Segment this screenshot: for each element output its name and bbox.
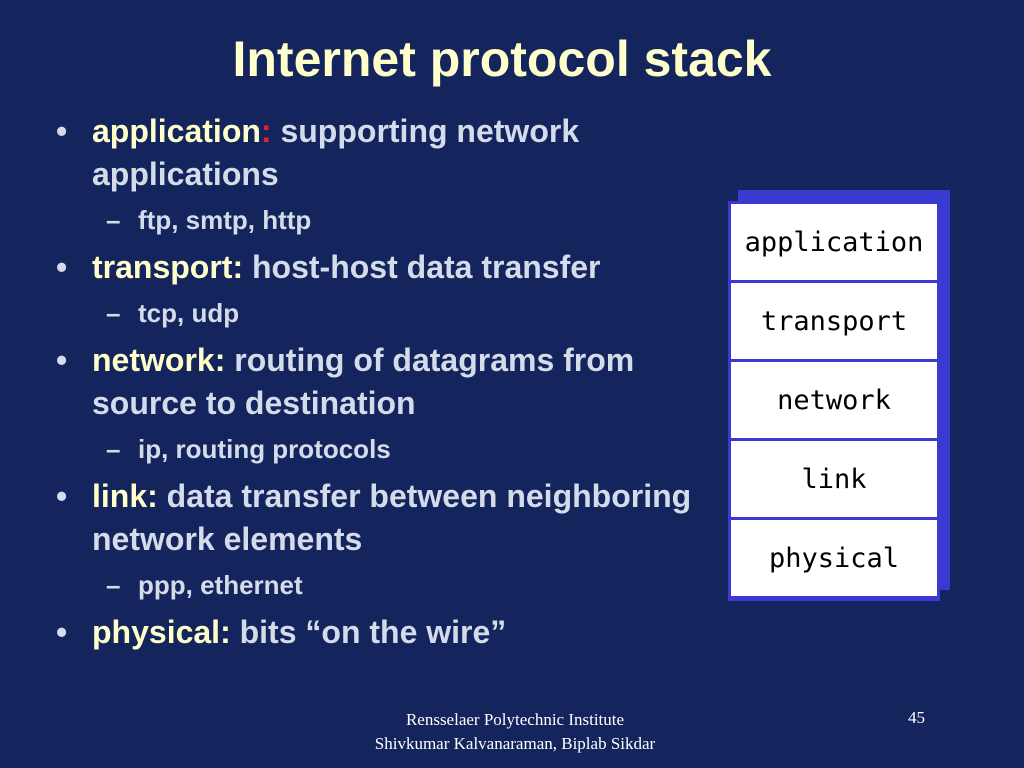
sub-bullet-network: – ip, routing protocols <box>48 431 708 467</box>
stack-layer-application: application <box>731 204 937 280</box>
bullet-keyword: application <box>92 113 261 149</box>
protocol-stack-diagram: application transport network link physi… <box>728 201 940 601</box>
dash-icon: – <box>106 205 121 235</box>
dash-icon: – <box>106 298 121 328</box>
slide-footer: Rensselaer Polytechnic Institute Shivkum… <box>300 708 730 756</box>
bullet-text: bits “on the wire” <box>230 614 507 650</box>
bullet-colon: : <box>232 249 244 285</box>
stack-layer-network: network <box>731 362 937 438</box>
bullet-text: supporting network applications <box>92 113 580 192</box>
bullet-link: • link: data transfer between neighborin… <box>48 475 708 561</box>
bullet-text: host-host data transfer <box>243 249 601 285</box>
stack-layer-transport: transport <box>731 283 937 359</box>
bullet-dot-icon: • <box>56 478 68 514</box>
footer-authors: Shivkumar Kalvanaraman, Biplab Sikdar <box>374 734 656 753</box>
bullet-transport: • transport: host-host data transfer <box>48 246 708 289</box>
bullet-colon: : <box>214 342 226 378</box>
sub-bullet-text: ppp, ethernet <box>138 570 303 600</box>
bullet-text: data transfer between neighboring networ… <box>92 478 692 557</box>
bullet-dot-icon: • <box>56 614 68 650</box>
sub-bullet-text: ip, routing protocols <box>138 434 391 464</box>
bullet-network: • network: routing of datagrams from sou… <box>48 339 708 425</box>
bullet-keyword: network <box>92 342 215 378</box>
bullet-dot-icon: • <box>56 342 68 378</box>
bullet-keyword: link <box>92 478 148 514</box>
bullet-keyword: physical <box>92 614 221 650</box>
stack-layer-link: link <box>731 441 937 517</box>
dash-icon: – <box>106 570 121 600</box>
dash-icon: – <box>106 434 121 464</box>
bullet-keyword: transport <box>92 249 233 285</box>
bullet-colon: : <box>147 478 158 514</box>
sub-bullet-link: – ppp, ethernet <box>48 567 708 603</box>
bullet-colon: : <box>220 614 231 650</box>
page-number: 45 <box>908 708 925 727</box>
slide-title: Internet protocol stack <box>232 31 772 87</box>
bullet-physical: • physical: bits “on the wire” <box>48 611 708 654</box>
bullet-dot-icon: • <box>56 113 68 149</box>
bullet-text: routing of datagrams from source to dest… <box>92 342 635 421</box>
sub-bullet-application: – ftp, smtp, http <box>48 202 708 238</box>
stack-layer-physical: physical <box>731 520 937 596</box>
sub-bullet-transport: – tcp, udp <box>48 295 708 331</box>
bullet-application: • application: supporting network applic… <box>48 110 708 196</box>
sub-bullet-text: tcp, udp <box>138 298 240 328</box>
bullet-list: • application: supporting network applic… <box>48 110 708 654</box>
bullet-dot-icon: • <box>56 249 68 285</box>
bullet-colon: : <box>260 113 272 149</box>
sub-bullet-text: ftp, smtp, http <box>138 205 312 235</box>
footer-institution: Rensselaer Polytechnic Institute <box>405 710 625 729</box>
